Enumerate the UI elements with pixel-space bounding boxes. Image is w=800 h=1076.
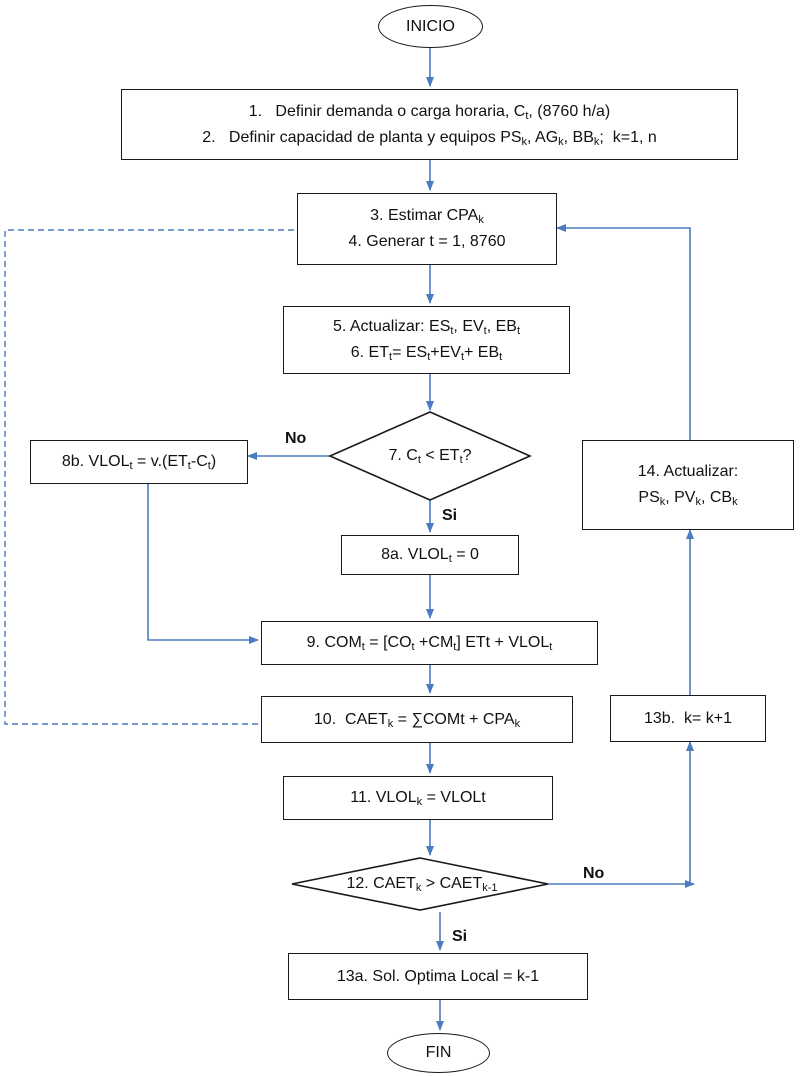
label-no-7: No xyxy=(285,430,307,447)
decision-12: 12. CAETk > CAETk-1 xyxy=(312,868,532,900)
step-3-4-box: 3. Estimar CPAk 4. Generar t = 1, 8760 xyxy=(297,193,557,265)
step-2-line: 2. Definir capacidad de planta y equipos… xyxy=(202,128,657,148)
decision-7-shape xyxy=(328,411,532,501)
step-9-text: 9. COMt = [COt +CMt] ETt + VLOLt xyxy=(306,634,553,653)
arrow-8b-to-9 xyxy=(147,484,259,644)
step-10-text: 10. CAETk = ∑COMt + CPAk xyxy=(313,710,521,730)
step-14-line2: PSk, PVk, CBk xyxy=(638,489,738,508)
step-3-line: 3. Estimar CPAk xyxy=(370,207,484,226)
step-11-text: 11. VLOLk = VLOLt xyxy=(350,789,486,808)
step-1-line: 1. Definir demanda o carga horaria, Ct, … xyxy=(248,102,611,122)
step-8a-text: 8a. VLOLt = 0 xyxy=(381,546,479,565)
label-si-7: Si xyxy=(442,507,458,524)
step-13b-box: 13b. k= k+1 xyxy=(610,695,766,742)
step-5-line: 5. Actualizar: ESt, EVt, EBt xyxy=(332,318,521,337)
step-8b-text: 8b. VLOLt = v.(ETt-Ct) xyxy=(61,453,217,472)
step-5-6-box: 5. Actualizar: ESt, EVt, EBt 6. ETt= ESt… xyxy=(283,306,570,374)
start-terminal: INICIO xyxy=(378,5,483,48)
step-8b-box: 8b. VLOLt = v.(ETt-Ct) xyxy=(30,440,248,484)
step-11-box: 11. VLOLk = VLOLt xyxy=(283,776,553,820)
decision-7-text: 7. Ct < ETt? xyxy=(388,447,472,466)
arrow-14-to-3 xyxy=(556,224,691,440)
step-14-line1: 14. Actualizar: xyxy=(637,463,739,480)
end-terminal-text: FIN xyxy=(425,1044,452,1061)
start-terminal-text: INICIO xyxy=(406,17,455,35)
dashed-loop-10-to-3 xyxy=(4,229,297,725)
step-13b-text: 13b. k= k+1 xyxy=(643,709,733,727)
label-si-12: Si xyxy=(452,928,468,945)
decision-7: 7. Ct < ETt? xyxy=(350,440,510,472)
step-6-line: 6. ETt= ESt+EVt+ EBt xyxy=(350,344,503,363)
decision-12-text: 12. CAETk > CAETk-1 xyxy=(346,875,498,894)
step-14-box: 14. Actualizar: PSk, PVk, CBk xyxy=(582,440,794,530)
step-10-box: 10. CAETk = ∑COMt + CPAk xyxy=(261,696,573,743)
step-9-box: 9. COMt = [COt +CMt] ETt + VLOLt xyxy=(261,621,598,665)
step-13a-text: 13a. Sol. Optima Local = k-1 xyxy=(336,967,540,985)
step-1-2-box: 1. Definir demanda o carga horaria, Ct, … xyxy=(121,89,738,160)
decision-12-shape xyxy=(291,857,549,911)
label-no-12: No xyxy=(583,865,605,882)
step-13a-box: 13a. Sol. Optima Local = k-1 xyxy=(288,953,588,1000)
step-8a-box: 8a. VLOLt = 0 xyxy=(341,535,519,575)
step-4-line: 4. Generar t = 1, 8760 xyxy=(348,233,506,250)
end-terminal: FIN xyxy=(387,1033,490,1073)
